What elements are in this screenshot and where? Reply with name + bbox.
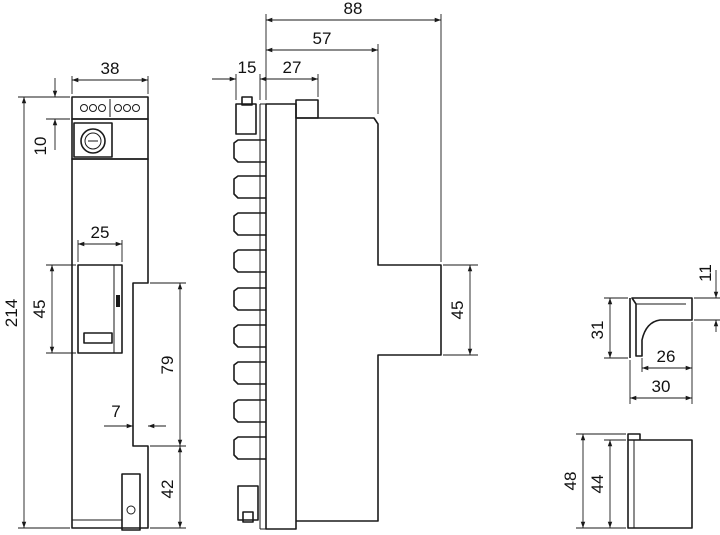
front-view: 38 214 10 25 45 79 42 7: [2, 59, 186, 531]
dim-front-top-offset: 10: [31, 137, 50, 156]
front-dial-frame: [73, 122, 113, 158]
front-upper-body: [71, 118, 149, 160]
side-body-profile: [296, 117, 442, 522]
dial-knob-icon: [80, 128, 106, 154]
terminal-screws: [80, 99, 140, 117]
dim-cap-height-outer: 48: [561, 472, 580, 491]
side-fins: [233, 139, 266, 460]
dim-clip-width: 30: [652, 377, 671, 396]
side-top-latch: [295, 99, 319, 119]
side-main-plate: [265, 103, 297, 530]
dim-front-bottom-height: 42: [158, 480, 177, 499]
dim-front-height-total: 214: [2, 299, 21, 327]
dim-clip-inner: 26: [657, 347, 676, 366]
dim-side-depth-total: 88: [344, 0, 363, 18]
cap-lip: [627, 433, 641, 440]
dim-side-depth-b: 27: [283, 58, 302, 77]
dim-front-step-height: 79: [158, 356, 177, 375]
front-window: [77, 264, 123, 354]
dim-clip-offset: 11: [696, 264, 715, 282]
cap-body: [627, 439, 693, 529]
front-main-body: [71, 158, 149, 529]
dim-front-window-width: 25: [91, 223, 110, 242]
dim-front-window-height: 45: [30, 300, 49, 319]
clip-detail: 11 31 26 30: [588, 264, 720, 404]
dim-side-depth-a: 15: [238, 58, 257, 77]
clip-bracket: [631, 297, 693, 357]
side-bottom-connector: [237, 485, 259, 521]
front-bottom-clip: [121, 473, 141, 531]
side-top-connector: [235, 103, 257, 135]
dim-side-depth-mid: 57: [313, 29, 332, 48]
front-window-tab: [83, 332, 113, 344]
dim-clip-height: 31: [588, 321, 607, 340]
dim-front-step-depth: 7: [111, 402, 120, 421]
dim-front-width: 38: [101, 59, 120, 78]
dim-side-rail-height: 45: [448, 301, 467, 320]
dim-cap-height-inner: 44: [588, 475, 607, 494]
side-view: 88 57 15 27 45: [212, 0, 478, 530]
cap-detail: 48 44: [561, 433, 693, 529]
